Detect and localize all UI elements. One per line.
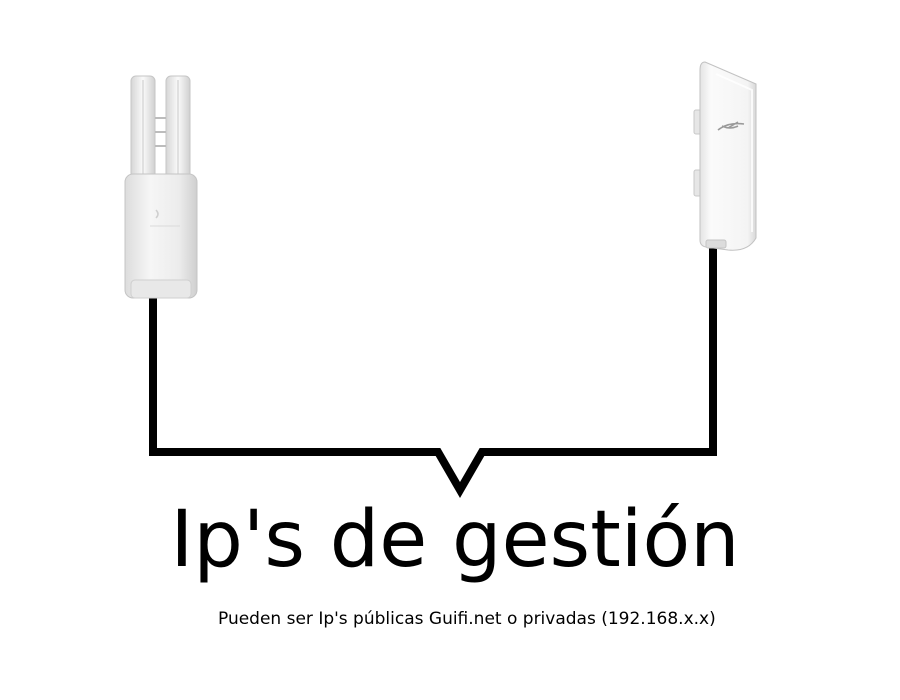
diagram-title: Ip's de gestión bbox=[170, 495, 740, 585]
outdoor-router-icon bbox=[124, 75, 198, 299]
ethernet-cable bbox=[149, 244, 717, 498]
panel-antenna-icon bbox=[693, 61, 757, 251]
diagram-subtitle: Pueden ser Ip's públicas Guifi.net o pri… bbox=[218, 609, 716, 629]
